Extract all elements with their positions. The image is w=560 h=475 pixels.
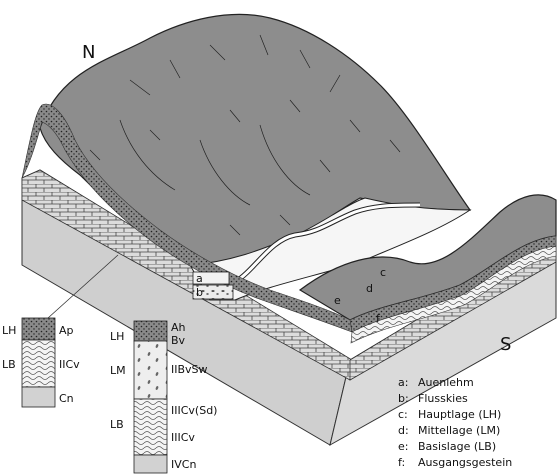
- legend-key-d: d:: [398, 424, 409, 437]
- north-label: N: [82, 42, 95, 63]
- legend-text-c: Hauptlage (LH): [418, 408, 501, 421]
- south-label: S: [500, 334, 511, 355]
- right-horizon-ivcn: IVCn: [171, 458, 196, 471]
- legend: a: Auenlehm b: Flusskies c: Hauptlage (L…: [398, 376, 512, 469]
- block-letter-e: e: [334, 294, 341, 307]
- block-letter-b: b: [196, 286, 203, 299]
- legend-text-f: Ausgangsgestein: [418, 456, 512, 469]
- landscape-block: [21, 13, 557, 446]
- legend-text-d: Mittellage (LM): [418, 424, 500, 437]
- right-horizon-bv: Bv: [171, 334, 186, 347]
- legend-text-e: Basislage (LB): [418, 440, 496, 453]
- block-letter-d: d: [366, 282, 373, 295]
- left-horizon-iicv: IICv: [59, 358, 80, 371]
- soil-band-waves-right: [350, 245, 557, 344]
- leader-line: [47, 254, 119, 319]
- block-letter-c: c: [380, 266, 386, 279]
- block-letter-f: f: [376, 312, 381, 325]
- right-horizon-iiicv: IIICv: [171, 431, 195, 444]
- soil-profile-right: LH LM LB Ah Bv IIBvSw IIICv(Sd) IIICv IV…: [110, 320, 217, 474]
- section-b: [192, 284, 234, 300]
- right-zone-lb: LB: [110, 418, 124, 431]
- legend-key-b: b:: [398, 392, 409, 405]
- hill-texture: [89, 34, 401, 236]
- right-horizon-ah: Ah: [171, 321, 186, 334]
- left-horizon-cn: Cn: [59, 392, 74, 405]
- right-zone-lm: LM: [110, 364, 126, 377]
- right-horizon-iiicv-sd: IIICv(Sd): [171, 404, 217, 417]
- right-horizon-iibvsw: IIBvSw: [171, 363, 208, 376]
- block-letter-a: a: [196, 272, 203, 285]
- legend-key-c: c:: [398, 408, 408, 421]
- section-a: [192, 271, 230, 285]
- legend-key-f: f:: [398, 456, 405, 469]
- left-horizon-ap: Ap: [59, 324, 74, 337]
- left-zone-lb: LB: [2, 358, 16, 371]
- legend-key-e: e:: [398, 440, 408, 453]
- left-zone-lh: LH: [2, 324, 16, 337]
- legend-text-b: Flusskies: [418, 392, 468, 405]
- legend-text-a: Auenlehm: [418, 376, 474, 389]
- soil-profile-left: LH LB Ap IICv Cn: [2, 317, 80, 408]
- legend-key-a: a:: [398, 376, 408, 389]
- soil-band-dots-left: [21, 103, 353, 333]
- right-zone-lh: LH: [110, 330, 124, 343]
